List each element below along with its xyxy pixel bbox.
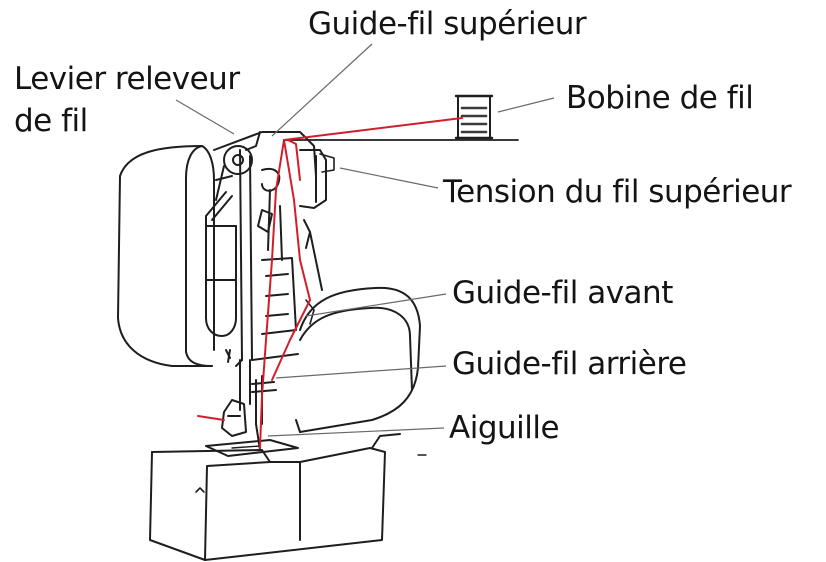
leader-guide-arriere bbox=[276, 366, 446, 378]
label-take-up-lever-line1: Levier releveur bbox=[14, 58, 240, 100]
leader-bobine bbox=[498, 98, 554, 112]
leader-aiguille bbox=[268, 428, 444, 436]
free-arm bbox=[296, 288, 420, 432]
label-upper-thread-guide: Guide-fil supérieur bbox=[308, 6, 586, 42]
label-rear-guide: Guide-fil arrière bbox=[452, 346, 686, 382]
machine-base bbox=[150, 434, 426, 560]
label-upper-tension: Tension du fil supérieur bbox=[443, 174, 791, 210]
needle-plate bbox=[206, 440, 298, 456]
label-needle: Aiguille bbox=[449, 410, 559, 446]
label-take-up-lever: Levier releveur de fil bbox=[14, 58, 240, 142]
leader-tension bbox=[340, 168, 438, 188]
label-spool: Bobine de fil bbox=[566, 80, 753, 116]
label-take-up-lever-line2: de fil bbox=[14, 100, 240, 142]
leader-guide-superieur bbox=[272, 44, 372, 136]
spool bbox=[284, 96, 518, 140]
thread-path bbox=[198, 118, 462, 448]
needle-bar bbox=[222, 360, 276, 450]
label-front-guide: Guide-fil avant bbox=[452, 275, 673, 311]
